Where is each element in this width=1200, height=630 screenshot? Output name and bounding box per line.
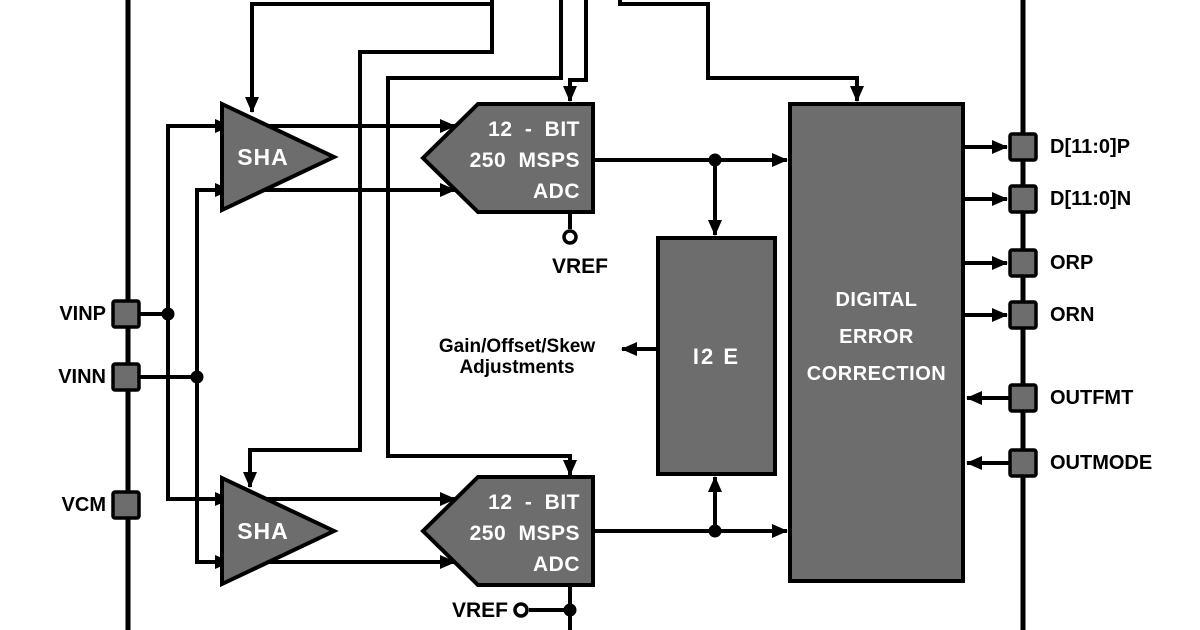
sha1-label: SHA bbox=[237, 144, 289, 170]
junction-adc1-out bbox=[708, 153, 722, 167]
adjustments-line1: Gain/Offset/Skew bbox=[438, 336, 596, 357]
vinn-label: VINN bbox=[58, 366, 106, 388]
adjustments-text: Gain/Offset/Skew Adjustments bbox=[418, 336, 616, 378]
d11p-label: D[11:0]P bbox=[1050, 136, 1131, 158]
outfmt-label: OUTFMT bbox=[1050, 387, 1134, 409]
wire-clk-sha2 bbox=[248, 4, 494, 487]
orn-label: ORN bbox=[1050, 304, 1095, 326]
adc1-line3: ADC bbox=[533, 180, 580, 203]
sha2-block bbox=[220, 474, 339, 588]
vref2-label: VREF bbox=[451, 599, 508, 622]
junction-adc2-out bbox=[708, 524, 722, 538]
junction-vref2 bbox=[563, 603, 577, 617]
wire-clk-sha1 bbox=[250, 0, 494, 112]
vref2-terminal bbox=[513, 602, 529, 618]
outmode-pin bbox=[1008, 448, 1038, 478]
d11p-pin bbox=[1008, 132, 1038, 162]
vinn-pin bbox=[111, 362, 141, 392]
wire-clk-adc1 bbox=[568, 0, 588, 101]
vref1-terminal bbox=[562, 229, 578, 245]
vinp-pin bbox=[111, 299, 141, 329]
d11n-label: D[11:0]N bbox=[1050, 188, 1132, 210]
wire-clk-dec bbox=[618, 0, 859, 101]
orn-pin bbox=[1008, 300, 1038, 330]
i2e-label: I2 E bbox=[692, 344, 741, 369]
adc2-text: 12 - BIT 250 MSPS ADC bbox=[455, 487, 580, 580]
vref1-label: VREF bbox=[551, 255, 608, 278]
adjustments-line2: Adjustments bbox=[459, 357, 575, 378]
dec-line1: DIGITAL bbox=[835, 289, 918, 311]
orp-pin bbox=[1008, 248, 1038, 278]
adc1-line1: 12 - BIT bbox=[488, 118, 580, 141]
adc1-block bbox=[420, 102, 595, 214]
vcm-label: VCM bbox=[61, 494, 106, 516]
dec-block bbox=[788, 102, 965, 583]
adc2-block bbox=[420, 475, 595, 587]
adc2-line2: 250 MSPS bbox=[469, 522, 580, 545]
i2e-block bbox=[656, 236, 777, 476]
adc1-text: 12 - BIT 250 MSPS ADC bbox=[455, 114, 580, 207]
outfmt-pin bbox=[1008, 383, 1038, 413]
orp-label: ORP bbox=[1050, 252, 1094, 274]
dec-line2: ERROR bbox=[839, 326, 914, 348]
dec-line3: CORRECTION bbox=[806, 363, 947, 385]
sha1-block bbox=[220, 100, 339, 214]
vinp-label: VINP bbox=[59, 303, 106, 325]
adc1-line2: 250 MSPS bbox=[469, 149, 580, 172]
adc2-line1: 12 - BIT bbox=[488, 491, 580, 514]
adc2-line3: ADC bbox=[533, 553, 580, 576]
vcm-pin bbox=[111, 490, 141, 520]
junction-vinn bbox=[190, 370, 204, 384]
sha2-label: SHA bbox=[237, 518, 289, 544]
dec-text: DIGITAL ERROR CORRECTION bbox=[790, 282, 963, 393]
outmode-label: OUTMODE bbox=[1050, 452, 1153, 474]
wire-clk-adc2 bbox=[386, 0, 572, 475]
d11n-pin bbox=[1008, 184, 1038, 214]
junction-vinp bbox=[161, 307, 175, 321]
